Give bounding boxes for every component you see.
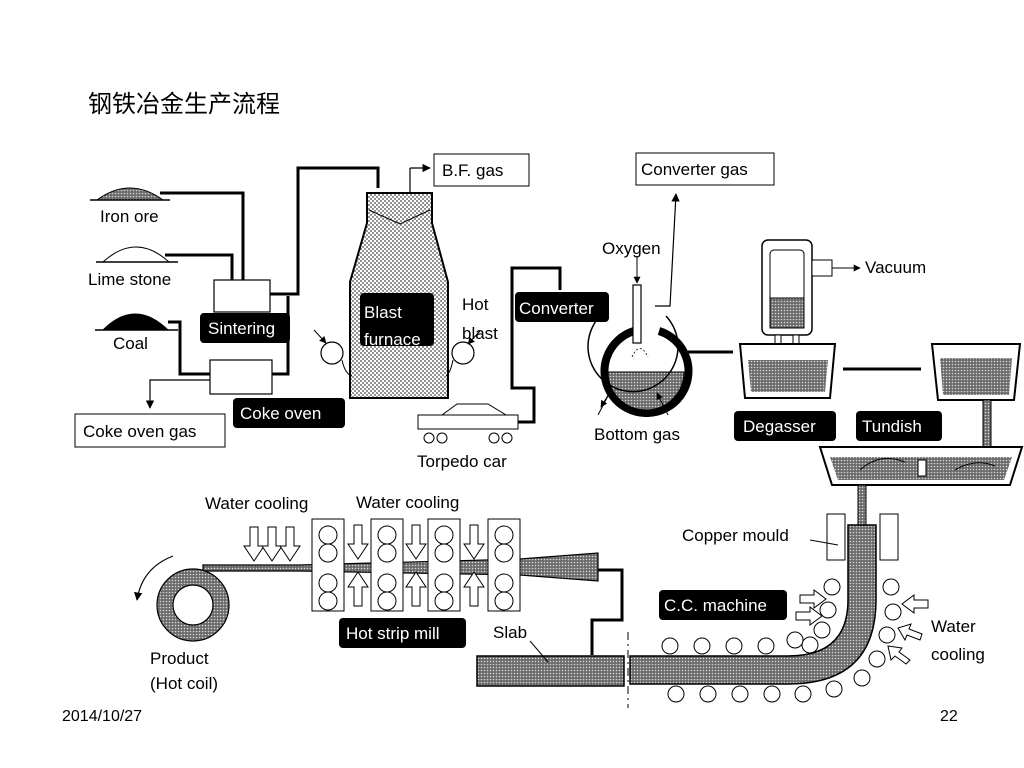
- slab: [476, 655, 625, 687]
- converter-label: Converter: [519, 299, 594, 318]
- torpedo-to-converter-line: [510, 266, 562, 424]
- tundish-tag: Tundish: [856, 411, 942, 441]
- product-label-1: Product: [150, 649, 209, 668]
- strand-rolls: [661, 578, 902, 703]
- copper-mould-label: Copper mould: [682, 526, 789, 545]
- coil-rotation-arrow: [134, 555, 174, 601]
- coal-label: Coal: [113, 334, 148, 353]
- water-cooling-right-label-1: Water: [931, 617, 976, 636]
- iron-ore-pile: [90, 187, 170, 201]
- cc-machine-tag: C.C. machine: [659, 590, 787, 620]
- blast-furnace-label-1: Blast: [364, 303, 402, 322]
- torpedo-car: [417, 403, 519, 444]
- hot-strip-mill-label: Hot strip mill: [346, 624, 440, 643]
- coke-gas-arrow: [145, 379, 210, 409]
- bottom-gas-arrow-right: [656, 392, 669, 416]
- iron-ore-label: Iron ore: [100, 207, 159, 226]
- furnace-charge-lines: [270, 166, 380, 376]
- coke-oven-gas-box: [74, 413, 226, 448]
- converter-gas-label: Converter gas: [641, 160, 748, 179]
- hot-coil: [156, 568, 230, 642]
- blast-furnace-label-2: furnace: [364, 330, 421, 349]
- tundish-label: Tundish: [862, 417, 922, 436]
- ladle: [930, 343, 1022, 463]
- cast-strand: [629, 524, 877, 685]
- coke-oven-unit: [209, 359, 273, 395]
- bf-gas-label: B.F. gas: [442, 161, 503, 180]
- water-cooling-label-2: Water cooling: [356, 493, 459, 512]
- hot-blast-label-1: Hot: [462, 295, 489, 314]
- coal-pile: [95, 313, 178, 331]
- blast-furnace-tag: Blast furnace: [360, 293, 434, 349]
- converter-gas-box: [635, 152, 775, 186]
- oxygen-lance: [632, 284, 642, 344]
- copper-mould: [826, 513, 899, 561]
- sintering-unit: [213, 279, 271, 313]
- water-cooling-right-label-2: cooling: [931, 645, 985, 664]
- hot-blast-label-2: blast: [462, 324, 498, 343]
- oxygen-label: Oxygen: [602, 239, 661, 258]
- water-cooling-label-1: Water cooling: [205, 494, 308, 513]
- slab-to-mill-line: [590, 568, 624, 655]
- slab-label: Slab: [493, 623, 527, 642]
- coke-oven-tag: Coke oven: [233, 398, 345, 428]
- cooling-arrows: [243, 524, 485, 607]
- hot-blast-arrow-left: [313, 329, 327, 344]
- coke-oven-label: Coke oven: [240, 404, 321, 423]
- sintering-label: Sintering: [208, 319, 275, 338]
- spray-arrows: [795, 589, 929, 665]
- bottom-gas-arrow-left: [600, 391, 611, 408]
- degasser-tag: Degasser: [734, 411, 836, 441]
- hot-blast-stoves: [320, 341, 475, 377]
- page-number: 22: [940, 708, 958, 725]
- submerged-nozzle: [857, 484, 867, 531]
- tundish: [818, 446, 1024, 486]
- lime-stone-label: Lime stone: [88, 270, 171, 289]
- degasser: [738, 239, 837, 399]
- coke-oven-gas-label: Coke oven gas: [83, 422, 196, 441]
- torpedo-car-label: Torpedo car: [417, 452, 507, 471]
- sintering-tag: Sintering: [200, 313, 290, 343]
- vacuum-label: Vacuum: [865, 258, 926, 277]
- hot-strip-mill-tag: Hot strip mill: [339, 618, 466, 648]
- converter-gas-arrow: [655, 193, 680, 307]
- cc-machine-label: C.C. machine: [664, 596, 767, 615]
- converter-tag: Converter: [515, 292, 609, 322]
- bottom-gas-label: Bottom gas: [594, 425, 680, 444]
- raw-material-feed-lines: [160, 191, 245, 376]
- slide-title: 钢铁冶金生产流程: [88, 90, 280, 118]
- lime-stone-pile: [96, 246, 178, 263]
- product-label-2: (Hot coil): [150, 674, 218, 693]
- work-rolls: [318, 525, 514, 611]
- footer-date: 2014/10/27: [62, 708, 143, 725]
- bf-gas-box: [433, 153, 530, 187]
- converter-vessel: [587, 315, 693, 418]
- degasser-label: Degasser: [743, 417, 816, 436]
- hot-blast-arrow-right: [467, 330, 481, 345]
